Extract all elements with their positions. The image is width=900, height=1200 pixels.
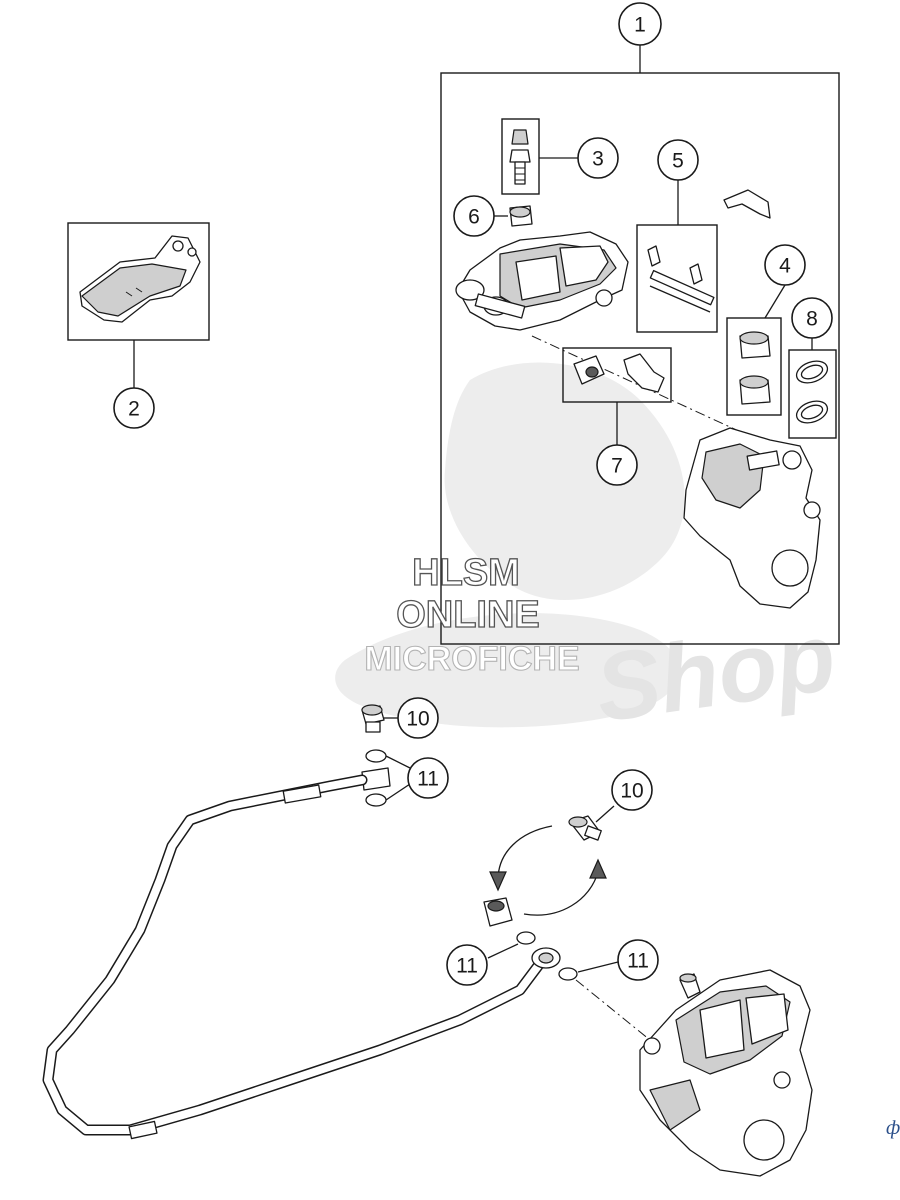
watermark: HLSM ONLINE MICROFICHE bbox=[364, 551, 580, 678]
callout-3: 3 bbox=[577, 137, 619, 179]
svg-text:11: 11 bbox=[456, 955, 478, 978]
cap-6 bbox=[494, 205, 533, 227]
bushing-group bbox=[562, 347, 672, 446]
piston-group bbox=[726, 284, 786, 416]
callout-11-left: 11 bbox=[446, 944, 488, 986]
callout-10-upper: 10 bbox=[397, 697, 439, 739]
background-logo: Shop bbox=[335, 362, 842, 742]
piston-frame bbox=[726, 317, 782, 416]
assembled-caliper bbox=[639, 969, 813, 1177]
callout-11-upper: 11 bbox=[407, 757, 449, 799]
callout-4: 4 bbox=[764, 244, 806, 286]
callout-6: 6 bbox=[453, 195, 495, 237]
brake-pad-group bbox=[67, 222, 210, 388]
svg-text:11: 11 bbox=[627, 950, 649, 973]
callout-10-lower: 10 bbox=[611, 769, 653, 811]
callout-1: 1 bbox=[618, 2, 662, 46]
svg-text:1: 1 bbox=[634, 14, 646, 37]
callout-7: 7 bbox=[596, 444, 638, 486]
seal-kit-group bbox=[788, 333, 837, 439]
pin-kit-group bbox=[636, 180, 718, 333]
edge-mark: ф bbox=[886, 1117, 900, 1139]
svg-text:5: 5 bbox=[672, 150, 684, 173]
svg-text:8: 8 bbox=[806, 308, 818, 331]
rotation-arrows bbox=[489, 825, 607, 916]
banjo-bolt-upper bbox=[361, 704, 398, 733]
svg-text:6: 6 bbox=[468, 206, 480, 229]
watermark-line-3: MICROFICHE bbox=[364, 640, 579, 678]
watermark-line-1: HLSM bbox=[412, 552, 520, 594]
svg-text:10: 10 bbox=[406, 708, 429, 731]
callout-11-right: 11 bbox=[617, 939, 659, 981]
svg-text:2: 2 bbox=[128, 398, 140, 421]
banjo-bolt-lower bbox=[568, 805, 615, 841]
background-logo-text: Shop bbox=[589, 603, 842, 742]
callout-5: 5 bbox=[657, 139, 699, 181]
svg-text:7: 7 bbox=[611, 455, 623, 478]
bleeder-screw-group bbox=[501, 118, 578, 195]
svg-text:3: 3 bbox=[592, 148, 604, 171]
caliper-body bbox=[455, 231, 781, 451]
retaining-clip bbox=[723, 189, 771, 219]
brake-hose bbox=[42, 774, 561, 1140]
washers-upper bbox=[361, 749, 411, 807]
bleeder-cap bbox=[511, 129, 529, 145]
brake-pad-frame bbox=[67, 222, 210, 341]
svg-text:10: 10 bbox=[620, 780, 643, 803]
washers-lower bbox=[487, 931, 651, 1041]
watermark-line-2: ONLINE bbox=[396, 594, 540, 636]
banjo-bolt-mounted bbox=[483, 897, 513, 927]
bleeder-screw-frame bbox=[501, 118, 540, 195]
callout-2: 2 bbox=[113, 387, 155, 429]
pin-kit-frame bbox=[636, 224, 718, 333]
callout-8: 8 bbox=[791, 297, 833, 339]
svg-text:11: 11 bbox=[417, 768, 439, 791]
svg-text:4: 4 bbox=[779, 255, 791, 278]
caliper-bracket bbox=[683, 427, 821, 609]
